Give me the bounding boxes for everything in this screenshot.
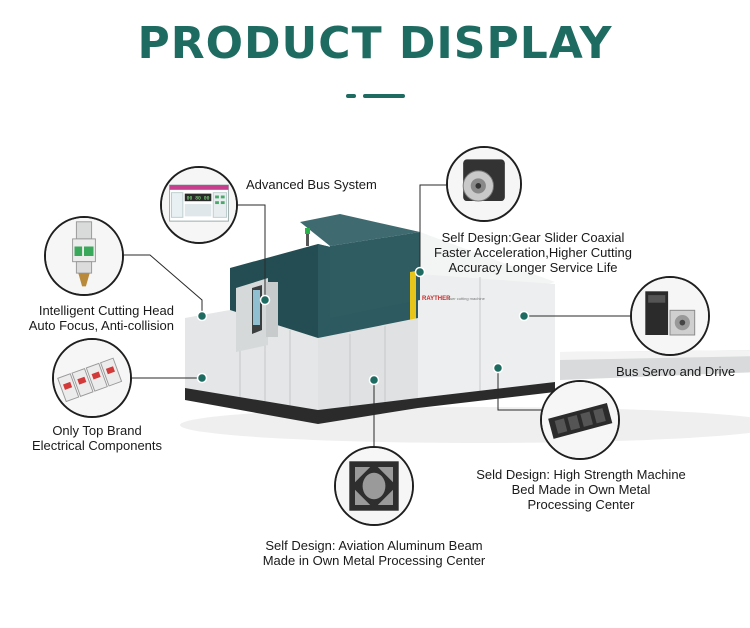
label-servo: Bus Servo and Drive: [616, 364, 736, 379]
label-machine-bed: Seld Design: High Strength Machine Bed M…: [476, 467, 686, 512]
title-underline-dot: [346, 94, 356, 98]
laser-head-icon: [44, 216, 124, 296]
label-cutting-head: Intelligent Cutting Head Auto Focus, Ant…: [28, 303, 174, 333]
gear-reducer-icon: [446, 146, 522, 222]
label-electrical: Only Top Brand Electrical Components: [31, 423, 163, 453]
label-gear-slider: Self Design:Gear Slider Coaxial Faster A…: [434, 230, 632, 275]
brand-subtitle-text: laser cutting machine: [447, 296, 486, 301]
electrical-components-icon: [52, 338, 132, 418]
machine-bed-icon: [540, 380, 620, 460]
servo-motor-icon: [630, 276, 710, 356]
aluminum-beam-icon: [334, 446, 414, 526]
title-underline-bar: [363, 94, 405, 98]
label-aluminum-beam: Self Design: Aviation Aluminum Beam Made…: [262, 538, 486, 568]
label-bus-system: Advanced Bus System: [246, 177, 377, 192]
page-title: PRODUCT DISPLAY: [137, 18, 613, 69]
brand-text: RAYTHER: [422, 296, 451, 302]
control-screen-icon: 00 80 00: [160, 166, 238, 244]
display-digits: 00 80 00: [187, 195, 210, 201]
